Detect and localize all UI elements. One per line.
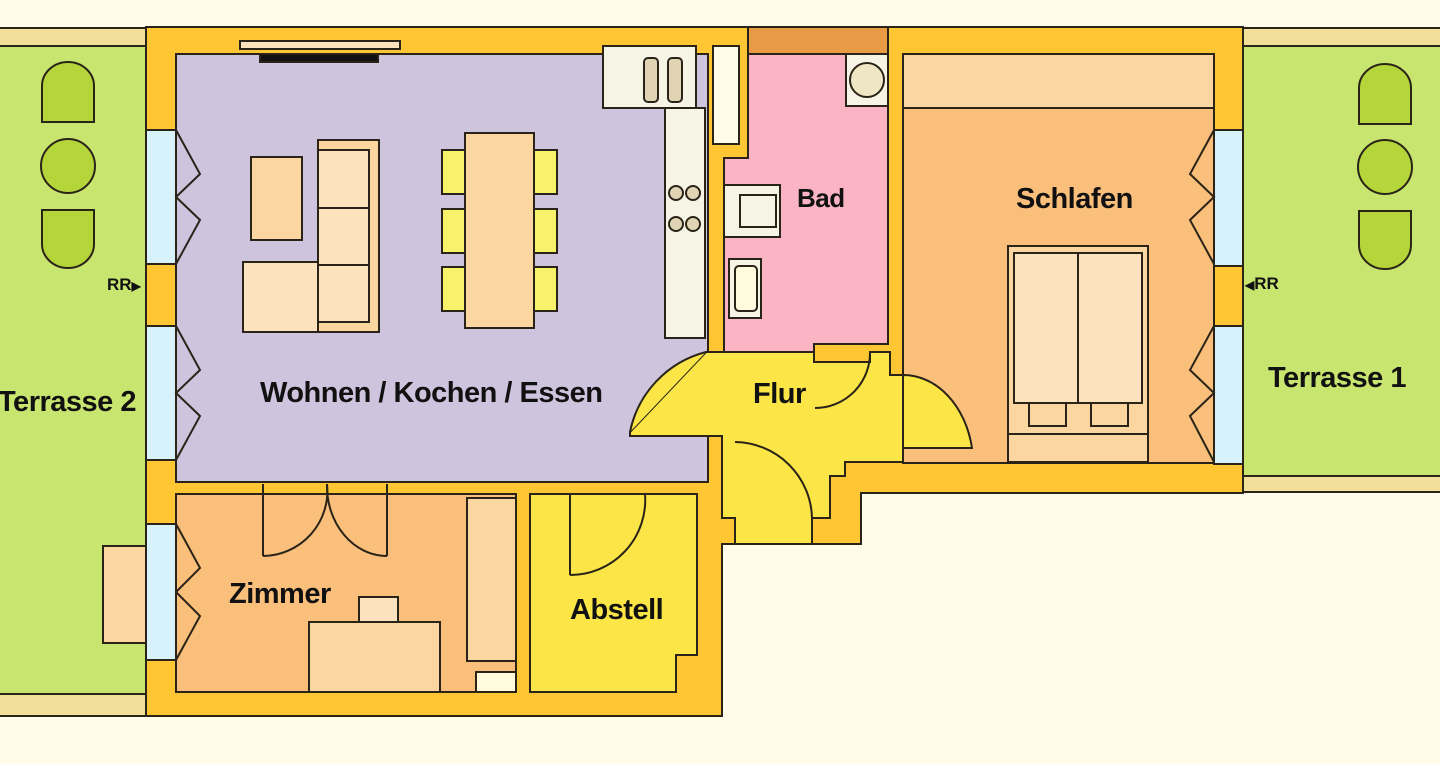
label-hall: Flur <box>753 378 806 410</box>
terrace-furniture-left <box>40 61 96 269</box>
bath-fixtures <box>723 53 889 319</box>
zimmer-furniture <box>102 497 517 693</box>
rr-label-right: RR <box>1254 274 1279 293</box>
wardrobe-bedroom <box>902 53 1215 109</box>
arrow-right-icon: ▶ <box>131 279 141 293</box>
label-terrace-1: Terrasse 1 <box>1268 362 1406 394</box>
rr-marker-right: ◀RR <box>1245 274 1279 294</box>
label-living: Wohnen / Kochen / Essen <box>260 377 603 409</box>
kitchen <box>602 45 740 339</box>
rr-marker-left: RR▶ <box>107 275 141 295</box>
bed <box>1007 245 1149 463</box>
label-bath: Bad <box>797 183 845 213</box>
label-storage: Abstell <box>570 594 664 626</box>
room-storage <box>529 493 698 693</box>
living-furniture <box>242 132 558 333</box>
terrace-1-area <box>1242 27 1440 493</box>
label-terrace-2: Terrasse 2 <box>0 386 136 418</box>
label-bedroom: Schlafen <box>1016 183 1133 215</box>
windows-left <box>145 129 177 661</box>
arrow-left-icon: ◀ <box>1245 278 1255 292</box>
windows-right <box>1213 129 1244 465</box>
terrace-furniture-right <box>1357 63 1413 270</box>
rr-label-left: RR <box>107 275 132 294</box>
label-zimmer: Zimmer <box>229 578 331 610</box>
bath-shaft <box>747 26 889 55</box>
